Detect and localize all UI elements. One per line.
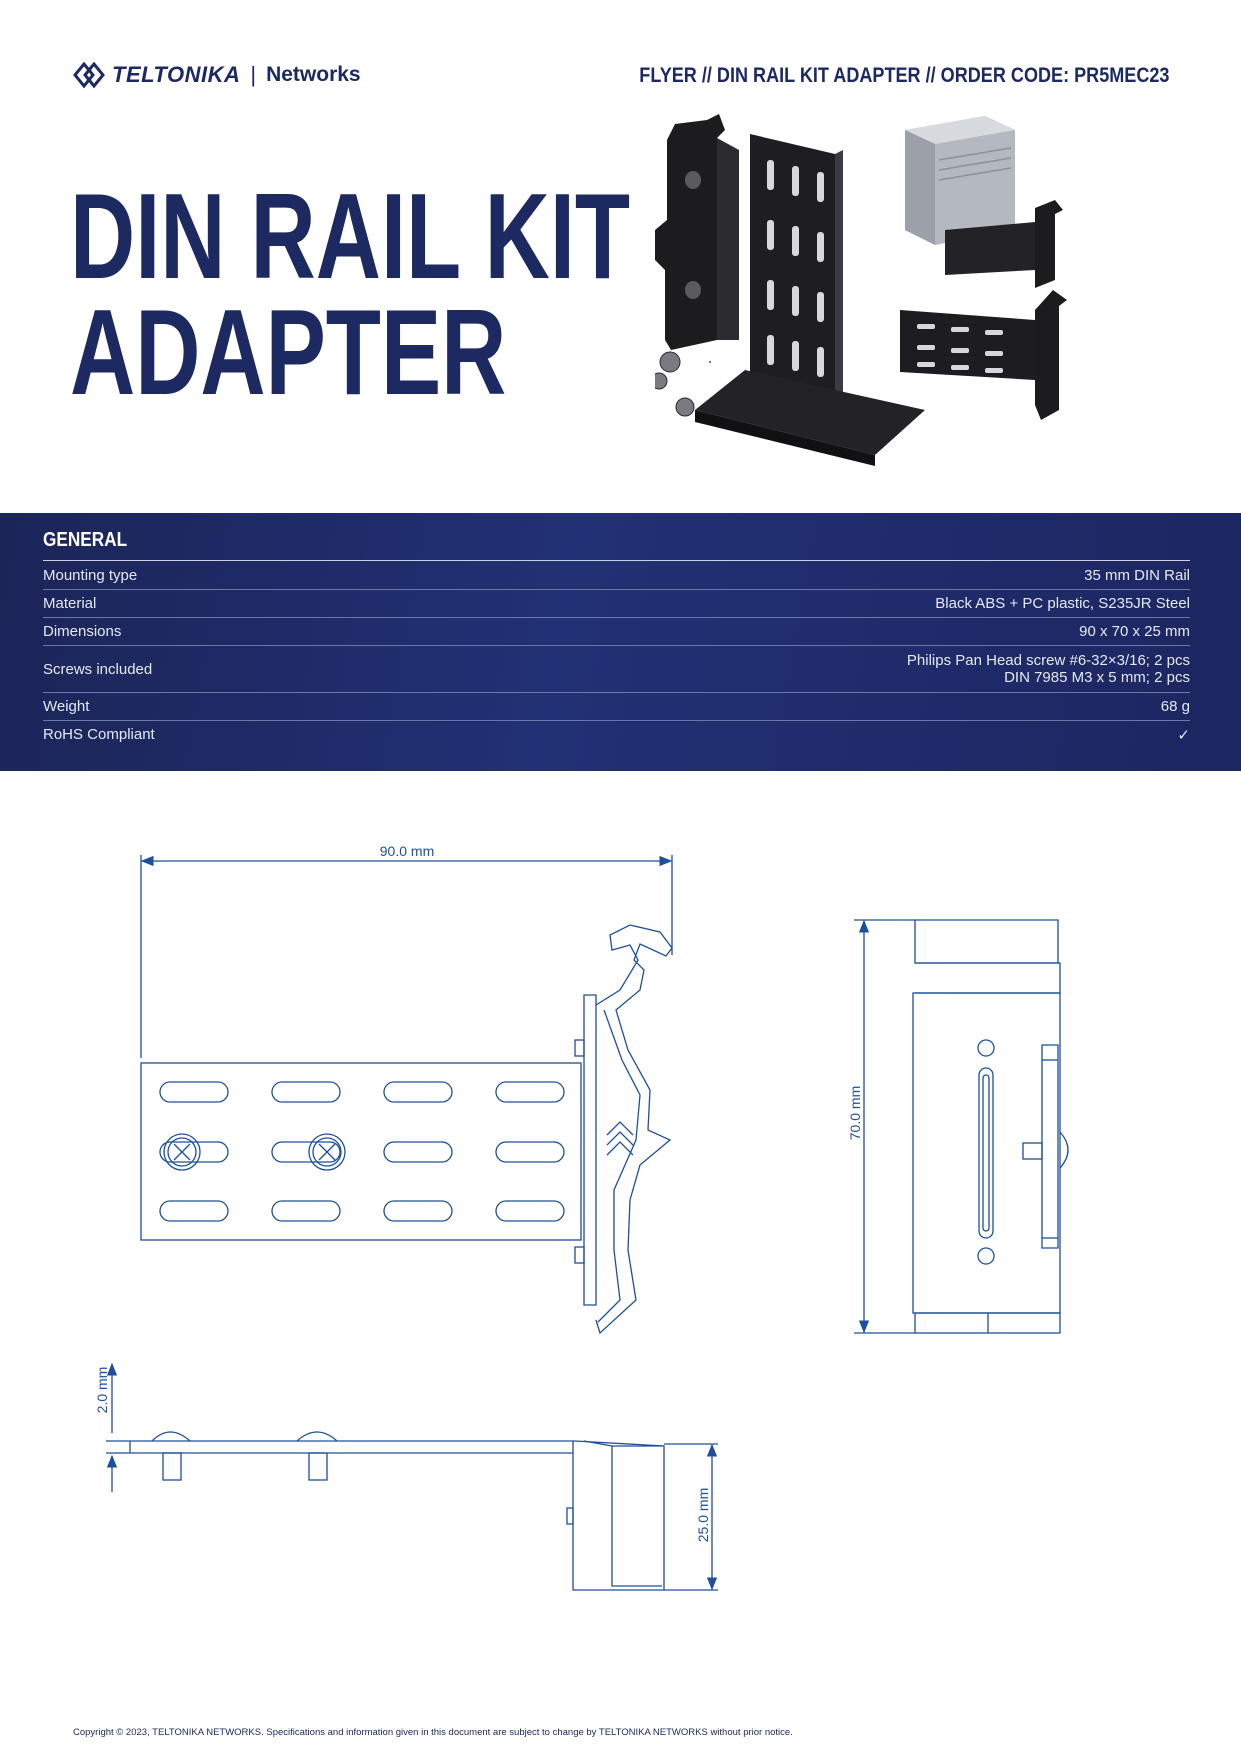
spec-label: Dimensions [43, 623, 122, 640]
spec-value: Black ABS + PC plastic, S235JR Steel [935, 595, 1190, 612]
spec-value: 35 mm DIN Rail [1084, 566, 1190, 584]
spec-row-dimensions: Dimensions 90 x 70 x 25 mm [43, 618, 1190, 646]
spec-label: RoHS Compliant [43, 726, 155, 743]
spec-label: Mounting type [43, 566, 138, 584]
width-dimension-label: 90.0 mm [380, 843, 434, 859]
din-clip-image [655, 114, 739, 350]
product-photo [655, 114, 1067, 466]
spec-value-line: Philips Pan Head screw #6-32×3/16; 2 pcs [906, 652, 1190, 669]
teltonika-logo-icon [73, 61, 105, 89]
spec-label: Screws included [43, 660, 153, 678]
specs-divider [43, 560, 1190, 561]
specs-heading: GENERAL [43, 529, 128, 551]
height-dimension-label: 70.0 mm [847, 1086, 863, 1140]
checkmark-icon: ✓ [1177, 726, 1190, 744]
mounted-plate-image [900, 290, 1067, 420]
spec-value: Philips Pan Head screw #6-32×3/16; 2 pcs… [907, 652, 1190, 686]
front-view-drawing [140, 855, 673, 1335]
depth-dimension-label: 25.0 mm [695, 1488, 711, 1542]
mounting-plate-image [695, 134, 925, 466]
spec-row-screws-included: Screws included Philips Pan Head screw #… [43, 646, 1190, 693]
spec-value-line: DIN 7985 M3 x 5 mm; 2 pcs [1004, 669, 1190, 686]
spec-label: Weight [43, 698, 90, 715]
title-line-2: ADAPTER [70, 284, 507, 420]
spec-row-material: Material Black ABS + PC plastic, S235JR … [43, 590, 1190, 618]
spec-label: Material [43, 595, 97, 612]
spec-value: 90 x 70 x 25 mm [1079, 623, 1190, 640]
thickness-dimension-label: 2.0 mm [94, 1367, 110, 1414]
title-line-1: DIN RAIL KIT [70, 168, 631, 304]
copyright-notice: Copyright © 2023, TELTONIKA NETWORKS. Sp… [73, 1727, 793, 1738]
logo-brand-name: TELTONIKA [112, 62, 241, 87]
spec-value: 68 g [1160, 698, 1190, 715]
page-title: DIN RAIL KIT ADAPTER [70, 175, 630, 413]
spec-row-weight: Weight 68 g [43, 693, 1190, 721]
screws-image [655, 351, 711, 417]
logo-separator: | [250, 62, 257, 87]
side-view-drawing [854, 919, 1069, 1334]
bottom-view-drawing [106, 1362, 718, 1591]
general-specs-section: GENERAL Mounting type 35 mm DIN Rail Mat… [0, 513, 1241, 771]
router-image [905, 116, 1063, 288]
teltonika-logo: TELTONIKA | Networks [72, 60, 361, 90]
spec-row-mounting-type: Mounting type 35 mm DIN Rail [43, 561, 1190, 590]
spec-row-rohs-compliant: RoHS Compliant ✓ [43, 721, 1190, 748]
logo-division: Networks [266, 63, 361, 86]
document-label: FLYER // DIN RAIL KIT ADAPTER // ORDER C… [638, 64, 1169, 87]
